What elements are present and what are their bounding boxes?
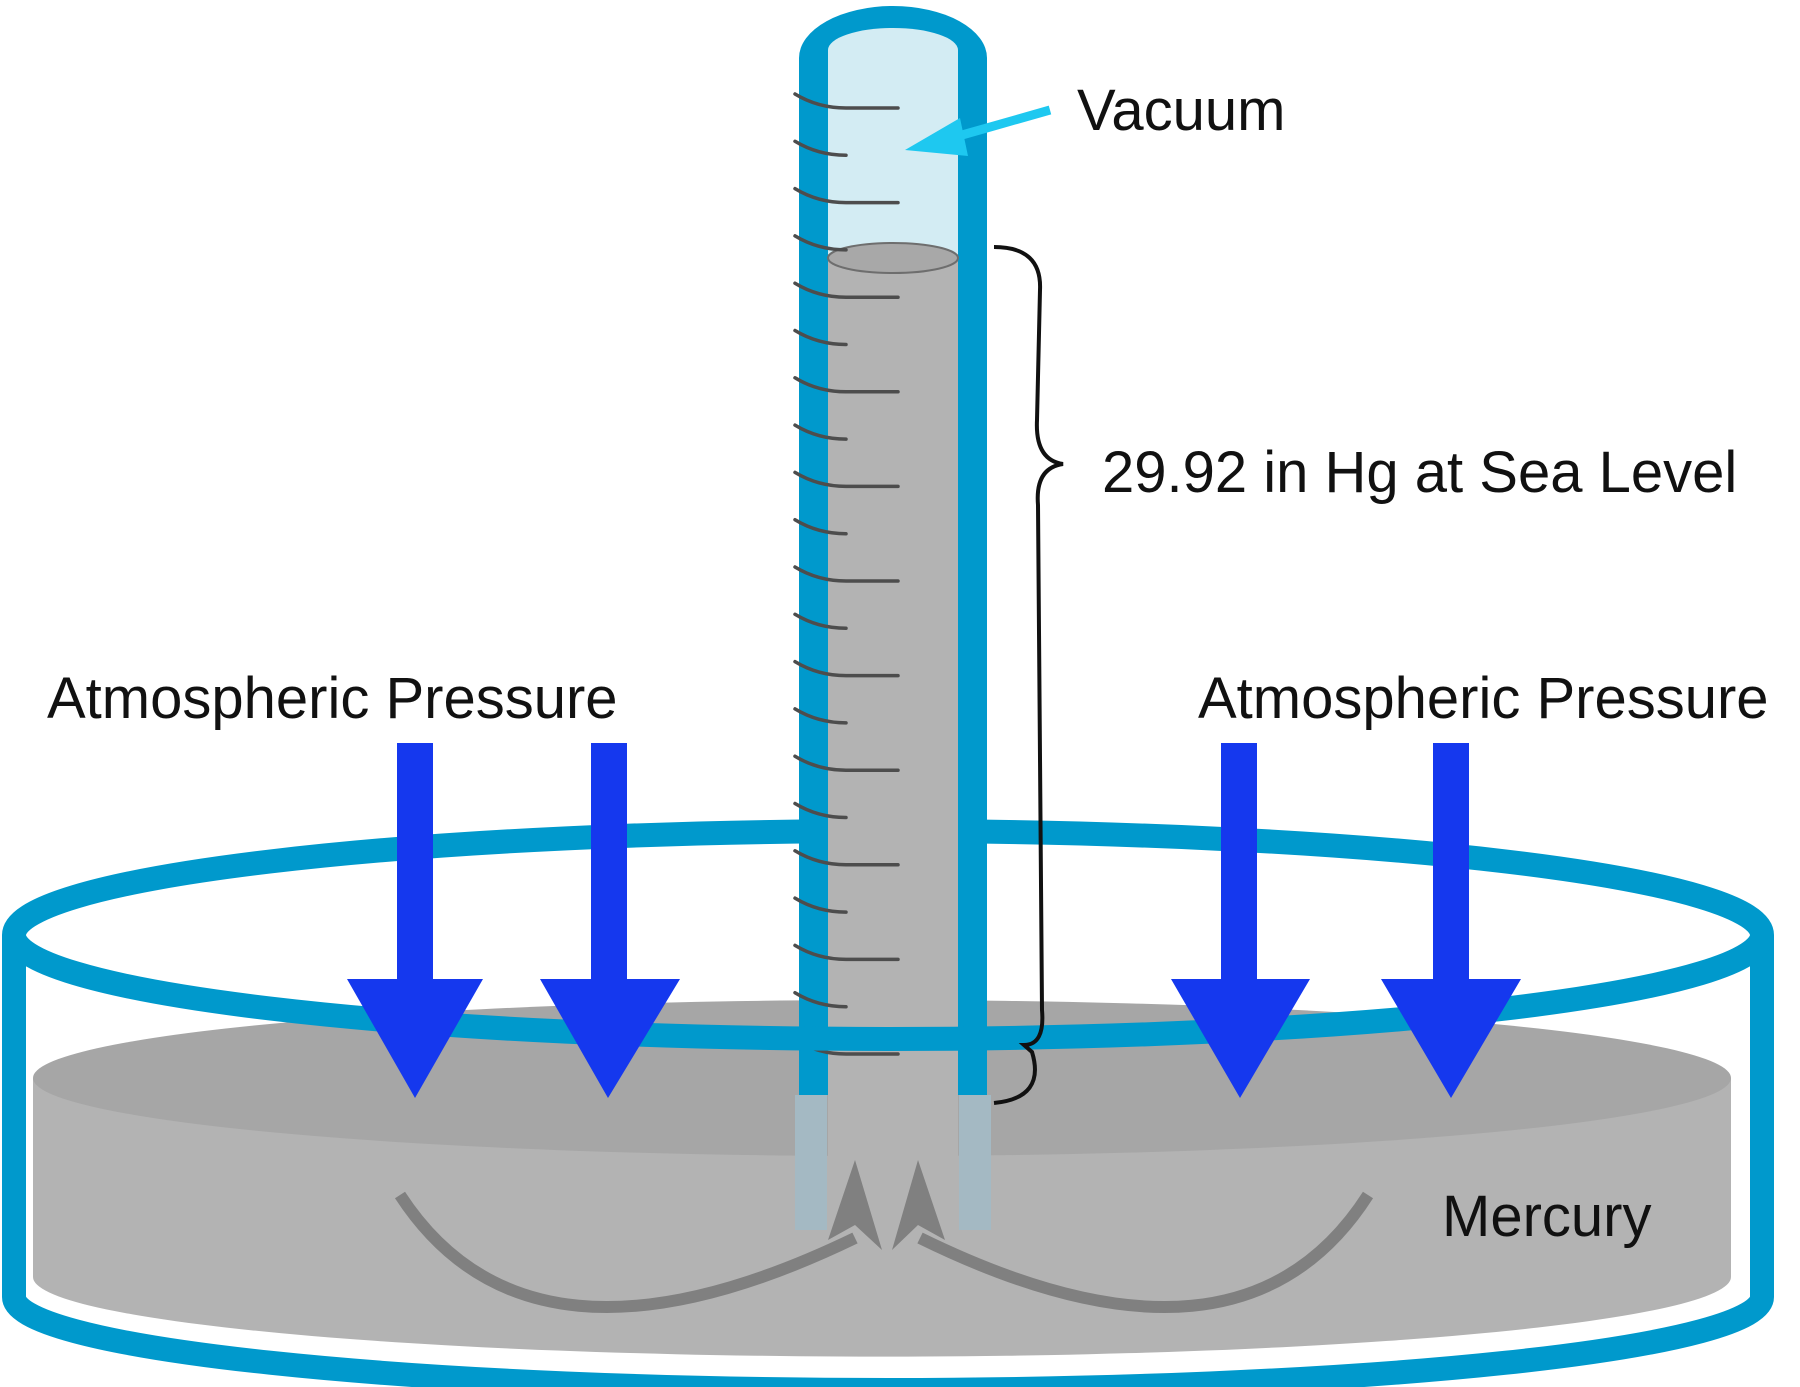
pressure-arrow-3 (1171, 743, 1310, 1098)
barometer-tube (793, 6, 987, 1231)
scale-tick (793, 281, 900, 299)
scale-tick (793, 470, 900, 489)
scale-tick (793, 849, 900, 867)
scale-tick (793, 612, 848, 631)
scale-tick (793, 328, 848, 347)
column-height-brace (993, 245, 1064, 1105)
pressure-arrows (347, 743, 1521, 1098)
dish-top-rim-front (2, 933, 1774, 1051)
pressure-arrow-1 (347, 743, 483, 1098)
flow-arrow-right-head (892, 1160, 945, 1250)
scale-tick (793, 990, 848, 1009)
flow-arrow-left (394, 1191, 858, 1313)
scale-tick (793, 659, 900, 678)
vacuum-label: Vacuum (1077, 78, 1285, 143)
flow-arrow-left-head (828, 1160, 882, 1250)
mercury-meniscus (827, 242, 959, 274)
mercury-flow-arrows (394, 1160, 1374, 1313)
pressure-arrow-4 (1381, 743, 1521, 1098)
scale-tick (793, 517, 848, 536)
tube-scale-ticks (793, 92, 900, 1056)
flow-arrow-right (917, 1191, 1374, 1313)
atmospheric-pressure-label-right: Atmospheric Pressure (1198, 666, 1769, 731)
scale-tick (793, 754, 900, 772)
scale-tick (793, 801, 848, 820)
scale-tick (793, 92, 900, 110)
scale-tick (793, 707, 848, 725)
pressure-arrow-2 (540, 743, 680, 1098)
scale-tick (793, 896, 848, 914)
vacuum-pointer-head (905, 118, 968, 156)
dish-bottom-rim (2, 1295, 1774, 1387)
tube-submerged (795, 1095, 991, 1230)
scale-tick (793, 186, 900, 205)
scale-tick (793, 943, 900, 962)
scale-tick (793, 234, 848, 252)
vacuum-pointer (905, 105, 1052, 156)
column-height-label: 29.92 in Hg at Sea Level (1102, 440, 1737, 505)
scale-tick (793, 139, 848, 158)
scale-tick (793, 565, 900, 583)
mercury-column (828, 253, 958, 1231)
vacuum-region (828, 28, 958, 254)
scale-tick (793, 376, 900, 394)
scale-tick (793, 423, 848, 441)
atmospheric-pressure-label-left: Atmospheric Pressure (47, 666, 618, 731)
mercury-label: Mercury (1442, 1184, 1651, 1249)
